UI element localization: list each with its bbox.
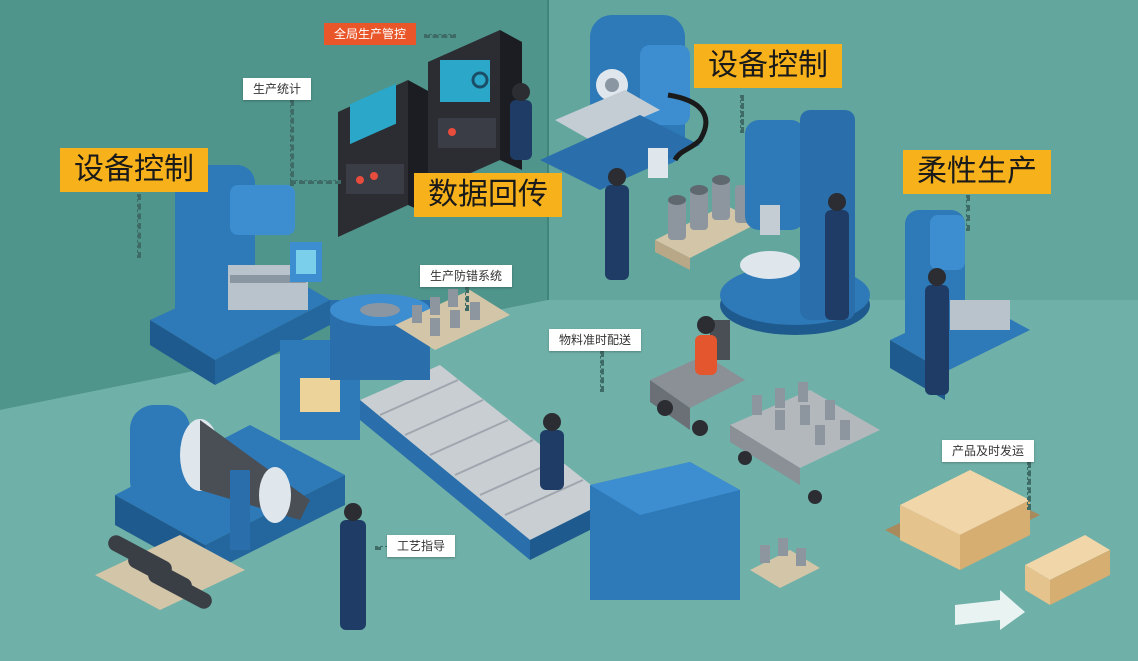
label-equipment-control-top: 设备控制 (694, 44, 842, 88)
label-data-feedback: 数据回传 (414, 173, 562, 217)
parts-tray-lower (750, 538, 820, 588)
label-product-timely-shipping: 产品及时发运 (942, 440, 1035, 462)
label-material-on-time-delivery: 物料准时配送 (549, 329, 642, 351)
leader-line (966, 195, 970, 231)
milling-machine-top (540, 15, 709, 190)
leader-line (740, 95, 744, 133)
leader-line (465, 287, 469, 311)
label-equipment-control-left: 设备控制 (60, 148, 208, 192)
pipe-rack (95, 535, 245, 610)
leader-line (600, 351, 604, 392)
leader-line (424, 34, 456, 38)
label-global-production-control: 全局生产管控 (324, 23, 417, 45)
parts-tray-upper (395, 289, 510, 350)
shipping-boxes (885, 470, 1110, 630)
delivery-vehicle (650, 320, 880, 504)
leader-line (290, 180, 341, 184)
label-flexible-production: 柔性生产 (903, 150, 1051, 194)
leader-line (1027, 462, 1031, 510)
leader-line (137, 194, 141, 258)
milling-machine-left (150, 165, 330, 385)
cylinder-pallet (655, 175, 760, 270)
label-production-statistics: 生产统计 (243, 78, 312, 100)
control-cabinet-left (338, 80, 430, 237)
control-cabinet-right (428, 30, 522, 192)
label-production-error-proofing: 生产防错系统 (420, 265, 513, 287)
workers (340, 83, 949, 630)
leader-line (290, 100, 294, 186)
label-process-guidance: 工艺指导 (387, 535, 456, 557)
conveyor-belt (280, 294, 740, 600)
